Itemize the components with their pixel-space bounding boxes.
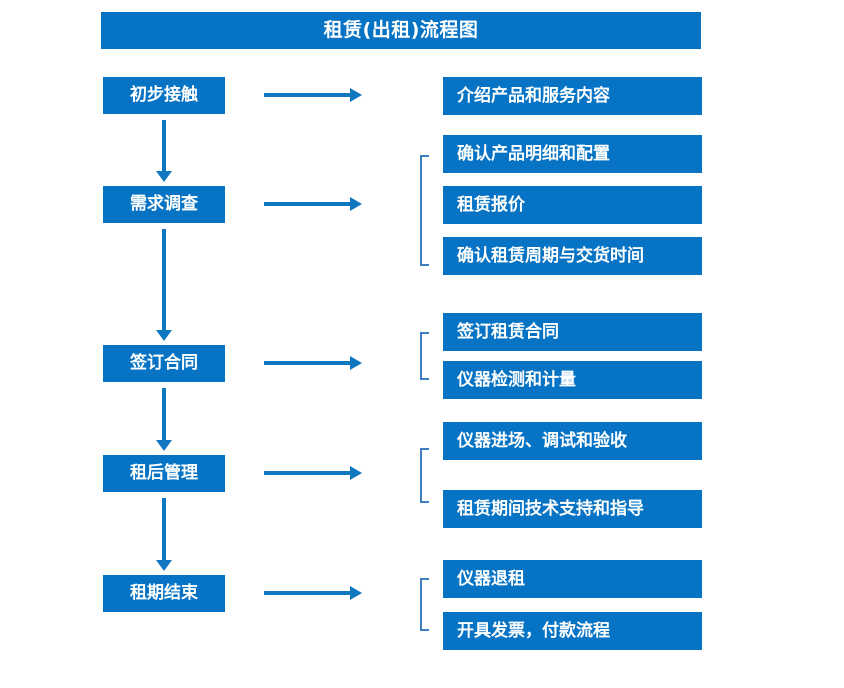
stage-label-2: 需求调查: [130, 194, 198, 214]
right-arrow-stage-5: [264, 586, 362, 600]
detail-box-5-2[interactable]: 开具发票，付款流程: [443, 612, 702, 650]
detail-label-5-2: 开具发票，付款流程: [457, 620, 610, 641]
detail-label-2-1: 确认产品明细和配置: [457, 143, 610, 164]
chart-title-banner: 租赁(出租)流程图: [101, 12, 701, 49]
detail-box-4-2[interactable]: 租赁期间技术支持和指导: [443, 490, 702, 528]
detail-box-2-3[interactable]: 确认租赁周期与交货时间: [443, 237, 702, 275]
bracket-group-2: [420, 155, 429, 266]
detail-box-2-2[interactable]: 租赁报价: [443, 186, 702, 224]
detail-box-3-1[interactable]: 签订租赁合同: [443, 313, 702, 351]
stage-label-3: 签订合同: [130, 353, 198, 373]
detail-label-1-1: 介绍产品和服务内容: [457, 85, 610, 106]
down-arrow-3-to-4: [156, 388, 172, 451]
detail-label-4-1: 仪器进场、调试和验收: [457, 430, 627, 451]
stage-box-2[interactable]: 需求调查: [103, 186, 225, 223]
stage-box-1[interactable]: 初步接触: [103, 77, 225, 114]
stage-label-5: 租期结束: [130, 583, 198, 603]
detail-label-4-2: 租赁期间技术支持和指导: [457, 498, 644, 519]
stage-box-4[interactable]: 租后管理: [103, 455, 225, 492]
bracket-group-3: [420, 332, 429, 380]
detail-box-2-1[interactable]: 确认产品明细和配置: [443, 135, 702, 173]
detail-box-4-1[interactable]: 仪器进场、调试和验收: [443, 422, 702, 460]
down-arrow-2-to-3: [156, 229, 172, 341]
stage-box-5[interactable]: 租期结束: [103, 575, 225, 612]
right-arrow-stage-2: [264, 197, 362, 211]
right-arrow-stage-1: [264, 88, 362, 102]
bracket-group-4: [420, 448, 429, 503]
page-title: 租赁(出租)流程图: [323, 19, 479, 41]
detail-box-3-2[interactable]: 仪器检测和计量: [443, 361, 702, 399]
down-arrow-4-to-5: [156, 498, 172, 571]
stage-label-4: 租后管理: [130, 463, 198, 483]
detail-label-2-3: 确认租赁周期与交货时间: [457, 245, 644, 266]
bracket-group-5: [420, 578, 429, 631]
right-arrow-stage-3: [264, 356, 362, 370]
detail-label-2-2: 租赁报价: [457, 194, 525, 215]
stage-label-1: 初步接触: [130, 85, 198, 105]
detail-label-5-1: 仪器退租: [457, 568, 525, 589]
detail-label-3-1: 签订租赁合同: [457, 321, 559, 342]
detail-label-3-2: 仪器检测和计量: [457, 369, 576, 390]
detail-box-5-1[interactable]: 仪器退租: [443, 560, 702, 598]
right-arrow-stage-4: [264, 466, 362, 480]
detail-box-1-1[interactable]: 介绍产品和服务内容: [443, 77, 702, 115]
stage-box-3[interactable]: 签订合同: [103, 345, 225, 382]
down-arrow-1-to-2: [156, 120, 172, 182]
